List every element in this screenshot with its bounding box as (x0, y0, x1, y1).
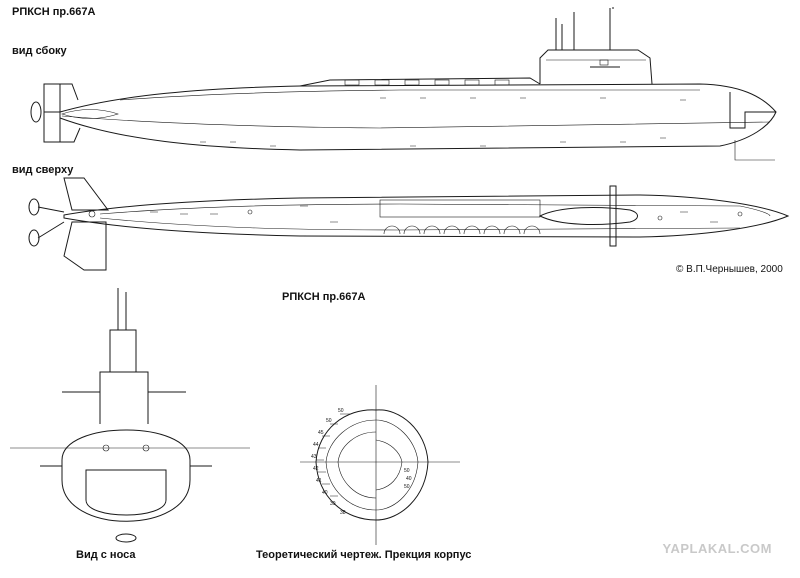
stern-fins (60, 83, 81, 143)
deck-details (88, 205, 743, 223)
svg-text:43: 43 (311, 454, 317, 460)
body-plan: 50 50 45 44 43 42 41 40 39 38 50 40 50 (300, 385, 460, 545)
missile-deck (299, 77, 541, 87)
svg-text:44: 44 (313, 442, 319, 448)
sail-planes-top (609, 185, 617, 247)
missile-hatches (344, 79, 510, 86)
section-numbers: 50 50 45 44 43 42 41 40 39 38 50 40 50 (311, 408, 412, 516)
site-watermark: YAPLAKAL.COM (662, 541, 772, 556)
aft-section-3 (337, 431, 377, 499)
stern-plane-upper (63, 177, 109, 211)
lower-deck-line (99, 217, 741, 231)
section-title: РПКСН пр.667А (282, 291, 366, 303)
fwd-section-3 (375, 439, 403, 491)
sail-top (538, 207, 638, 225)
stern-rudder (43, 83, 61, 143)
missile-tubes (379, 199, 541, 235)
sail (539, 49, 653, 85)
sail-window (599, 59, 609, 66)
svg-text:50: 50 (338, 408, 344, 414)
fwd-section-2 (375, 419, 419, 511)
masts (555, 7, 614, 50)
drawing-title: РПКСН пр.667А (12, 6, 96, 18)
aft-section-2 (325, 419, 377, 511)
stern-plane-lower (63, 221, 107, 271)
section-ticks (316, 413, 350, 497)
top-view (28, 177, 790, 271)
top-view-label: вид сверху (12, 164, 74, 176)
stern-plane (61, 109, 119, 119)
svg-text:50: 50 (404, 484, 410, 490)
side-view (30, 7, 777, 161)
bow-keel (734, 140, 775, 161)
svg-text:50: 50 (326, 418, 332, 424)
hull-waterline (61, 115, 771, 129)
hull-outline-top (63, 194, 790, 238)
keel (115, 533, 137, 543)
svg-text:45: 45 (318, 430, 324, 436)
propeller-upper (28, 198, 40, 216)
shafts (37, 206, 65, 239)
hull-outline (59, 83, 777, 151)
bow-detail (729, 92, 776, 129)
propeller-lower (28, 229, 40, 247)
svg-text:38: 38 (340, 510, 346, 516)
nose-view (10, 288, 250, 543)
propeller (30, 101, 42, 123)
deck-line (119, 89, 700, 101)
side-view-label: вид сбоку (12, 45, 67, 57)
fwd-sections (375, 409, 429, 521)
svg-text:41: 41 (316, 478, 322, 484)
upper-deck-line (99, 203, 771, 217)
svg-text:50: 50 (404, 468, 410, 474)
aft-sections (315, 409, 377, 521)
inner-hull (85, 469, 167, 516)
copyright-notice: © В.П.Чернышев, 2000 (676, 264, 783, 275)
svg-text:40: 40 (406, 476, 412, 482)
hull-section (61, 429, 191, 522)
periscope-housing (109, 329, 137, 372)
hull-details (200, 97, 686, 147)
nose-view-label: Вид с носа (76, 549, 136, 561)
svg-text:42: 42 (313, 466, 319, 472)
body-plan-label: Теоретический чертеж. Прекция корпус (256, 549, 472, 561)
sail-front (99, 371, 149, 424)
svg-text:39: 39 (330, 501, 336, 507)
svg-text:40: 40 (322, 490, 328, 496)
periscopes (117, 288, 127, 330)
